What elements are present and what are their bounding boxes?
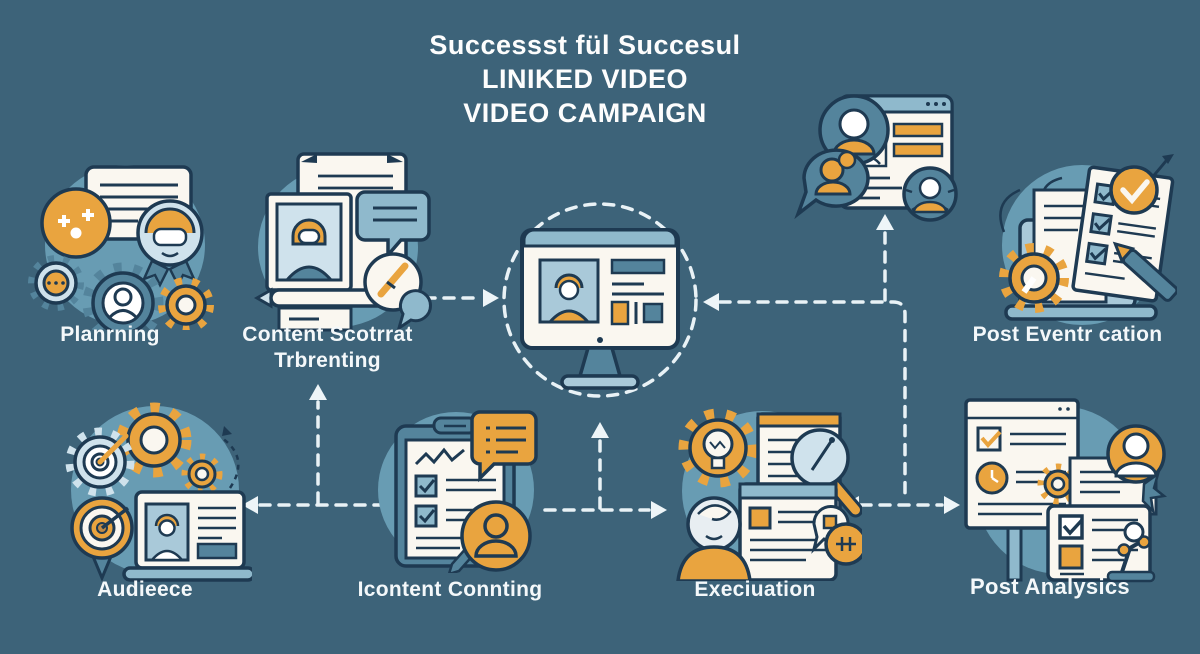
content-script-cluster-icon [253,152,432,332]
person-badge-icon [460,500,532,572]
post-event-node [982,150,1177,330]
content-script-node [243,142,433,332]
presenter-thumbnail-icon [538,258,600,324]
content-counting-cluster-icon [378,410,538,573]
support-person-icon [136,199,204,288]
speech-bubble-person-icon [794,148,870,220]
team-badge-icon [40,187,112,259]
laptop-profile-icon [122,490,252,582]
video-monitor-icon [520,228,680,390]
title-line-2: LINIKED VIDEO [481,64,689,94]
arrow-rail-right [718,300,907,499]
planning-cluster-icon [28,165,214,330]
people-network-cluster-icon [794,94,958,222]
star-icon [1141,470,1167,515]
gear-icon [116,402,192,478]
people-network-node [792,82,962,232]
planning-node [28,145,218,330]
center-video-node [500,202,700,398]
node-label-execution: Execiuation [694,578,816,601]
portrait-card-icon [265,192,353,292]
microscope-icon [1106,521,1156,583]
title-line-1: Successst fül Succesul [429,30,741,60]
center-dashed-ring [502,202,698,398]
chart-zigzag-icon [414,447,465,466]
pencil-bar-icon [253,287,391,332]
video-info-blocks [610,258,666,326]
node-label-post-analytics: Post Analysics [970,574,1130,599]
check-badge-icon [1109,154,1174,215]
content-script-label-1: Content Scotrrat [242,323,413,346]
plug-badge-icon [811,505,862,566]
gear-icon [158,277,214,330]
page-title: Successst fül Succesul LINIKED VIDEO VID… [335,28,835,130]
node-label-content-counting: Icontent Connting [357,578,543,601]
idea-gear-bulb-icon [678,408,758,488]
target-gear-icon [65,427,135,497]
curve-arrowhead [222,426,232,436]
list-bubble-icon [470,410,538,483]
bullseye-icon [70,496,134,582]
title-line-3: VIDEO CAMPAIGN [463,98,707,128]
content-counting-node [368,398,546,573]
gear-icon [999,243,1069,313]
person-gear-icon [82,262,164,330]
report-document-icon [1046,504,1152,582]
node-label-content-script: Content Scotrrat Trbrenting [210,322,445,374]
execution-node [662,396,862,581]
execution-cluster-icon [676,408,862,581]
node-label-post-event: Post Eventr cation [972,323,1163,346]
dashed-curve [221,436,240,489]
audience-node [52,392,252,582]
small-bubble-icon [396,289,432,332]
speech-bubble-icon [355,190,431,260]
node-label-audience: Audieece [97,578,193,601]
presenter-person-icon [676,496,752,581]
node-label-planning: Planrning [60,323,160,346]
front-document-icon [738,482,838,581]
post-analytics-node [952,388,1167,583]
chat-gear-icon [28,255,84,311]
content-script-label-2: Trbrenting [274,349,381,372]
pencil-icon [1112,241,1177,302]
dial-avatar-icon [902,166,958,222]
post-analytics-cluster-icon [964,398,1167,583]
avatar-badge-icon [1106,424,1167,515]
small-gear-icon [181,453,223,495]
post-event-cluster-icon [999,154,1177,325]
audience-cluster-icon [65,402,252,582]
